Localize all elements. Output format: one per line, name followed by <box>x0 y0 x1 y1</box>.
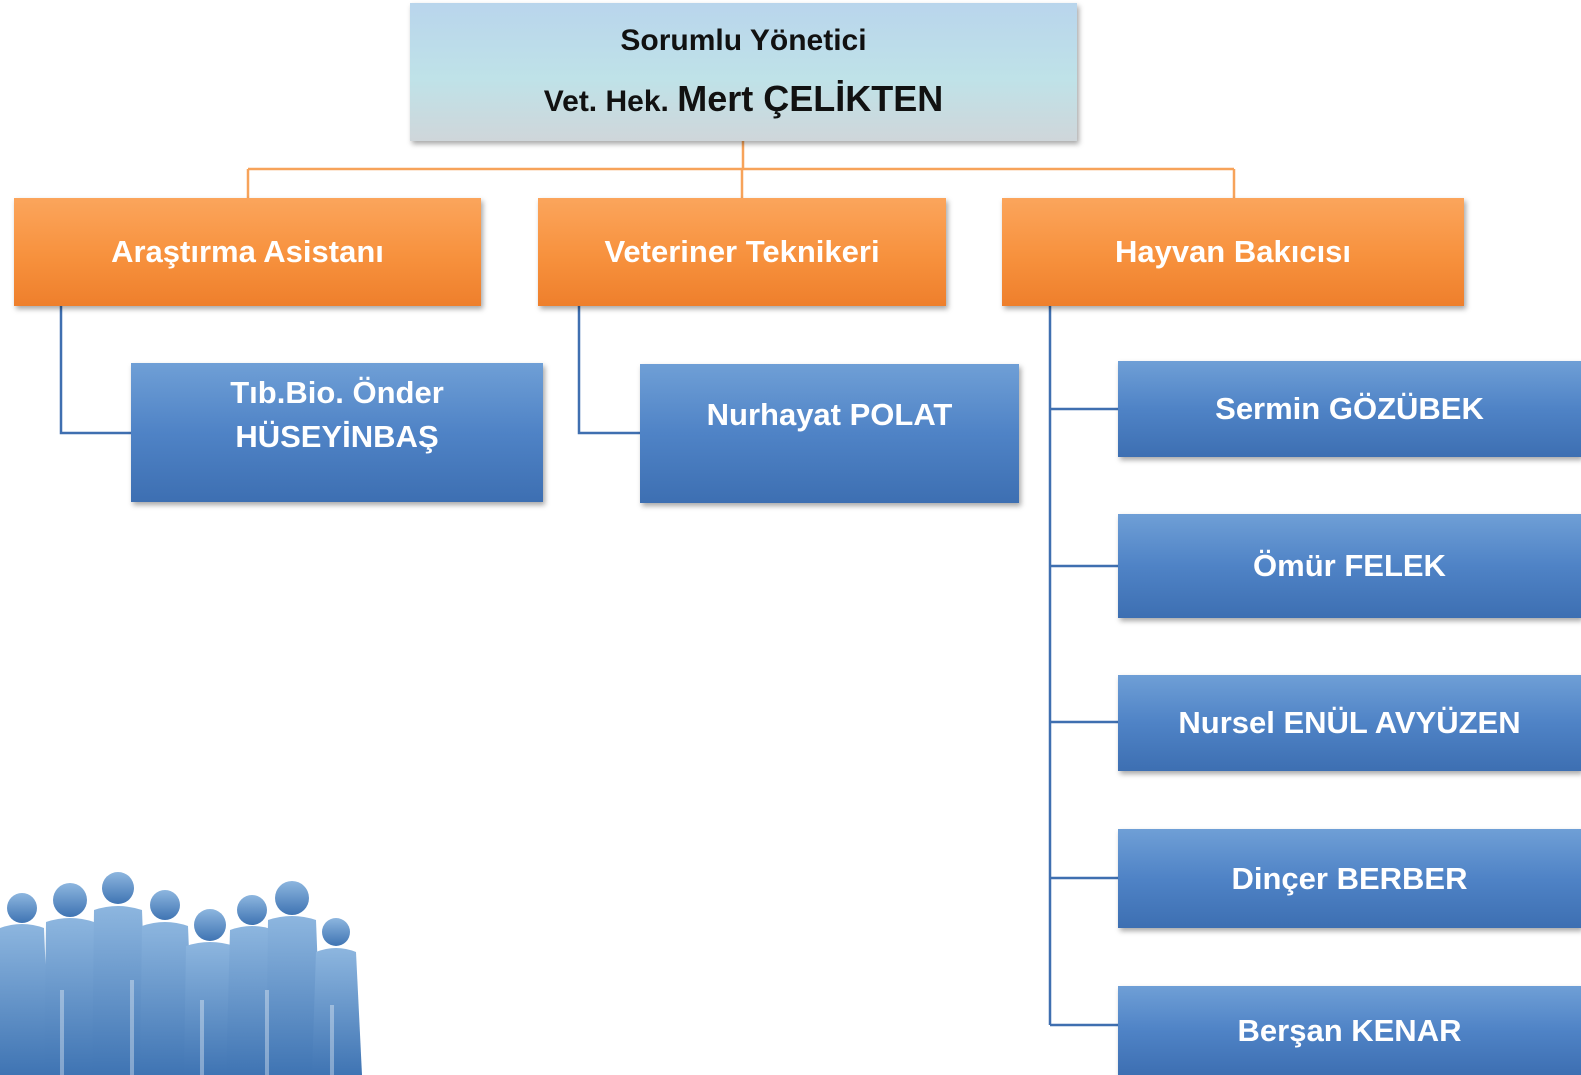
role-label: Veteriner Teknikeri <box>604 234 880 269</box>
staff-name: Dinçer BERBER <box>1231 860 1468 896</box>
staff-name: Sermin GÖZÜBEK <box>1215 391 1484 426</box>
staff-research-assistant: Tıb.Bio. Önder HÜSEYİNBAŞ <box>131 363 543 502</box>
manager-name-line: Vet. Hek. Mert ÇELİKTEN <box>544 79 943 122</box>
staff-name: Ömür FELEK <box>1253 548 1446 583</box>
people-silhouette-icon <box>0 872 362 1075</box>
role-staff-connectors <box>59 306 1118 1027</box>
role-label: Araştırma Asistanı <box>111 234 384 269</box>
staff-vet-technician: Nurhayat POLAT <box>640 364 1019 503</box>
staff-name-line2: HÜSEYİNBAŞ <box>235 419 439 454</box>
manager-box: Sorumlu Yönetici Vet. Hek. Mert ÇELİKTEN <box>410 3 1077 141</box>
staff-name-line1: Tıb.Bio. Önder <box>230 375 444 410</box>
staff-animal-keeper: Berşan KENAR <box>1118 986 1581 1075</box>
role-vet-technician: Veteriner Teknikeri <box>538 198 946 306</box>
staff-animal-keeper: Nursel ENÜL AVYÜZEN <box>1118 675 1581 771</box>
staff-animal-keeper: Dinçer BERBER <box>1118 829 1581 928</box>
manager-name: Mert ÇELİKTEN <box>677 78 944 119</box>
staff-name: Nurhayat POLAT <box>706 397 953 432</box>
role-research-assistant: Araştırma Asistanı <box>14 198 481 306</box>
manager-role-connectors <box>246 141 1236 198</box>
manager-name-prefix: Vet. Hek. <box>543 85 669 118</box>
staff-name: Berşan KENAR <box>1237 1012 1462 1048</box>
role-label: Hayvan Bakıcısı <box>1114 234 1352 269</box>
staff-animal-keeper: Ömür FELEK <box>1118 514 1581 618</box>
staff-animal-keeper: Sermin GÖZÜBEK <box>1118 361 1581 457</box>
staff-name: Nursel ENÜL AVYÜZEN <box>1178 705 1521 740</box>
manager-title: Sorumlu Yönetici <box>620 24 867 57</box>
role-animal-keeper: Hayvan Bakıcısı <box>1002 198 1464 306</box>
